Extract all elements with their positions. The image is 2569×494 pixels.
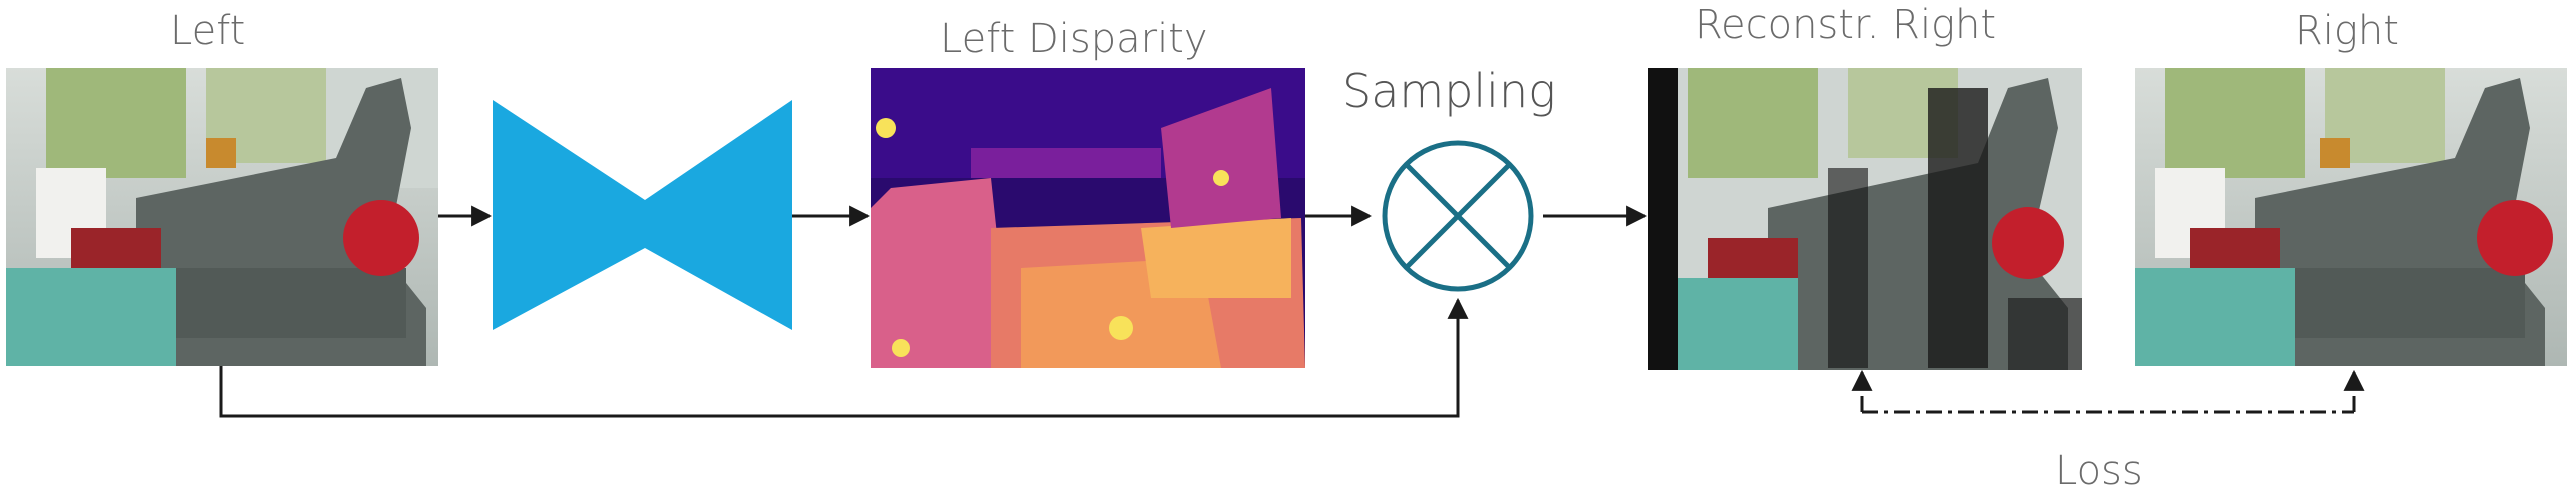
- label-loss: Loss: [2055, 448, 2143, 494]
- left-image: [6, 68, 438, 366]
- arrow-left-to-sampler: [219, 297, 1469, 418]
- reconstr-right-image: [1648, 68, 2082, 370]
- label-sampling: Sampling: [1342, 64, 1556, 118]
- right-image: [2135, 68, 2567, 366]
- label-right: Right: [2295, 8, 2399, 54]
- label-left: Left: [170, 8, 246, 54]
- label-reconstr-right: Reconstr. Right: [1695, 2, 1997, 48]
- network-bowtie: [493, 100, 792, 330]
- label-left-disparity: Left Disparity: [940, 16, 1208, 62]
- disparity-image: [871, 68, 1305, 368]
